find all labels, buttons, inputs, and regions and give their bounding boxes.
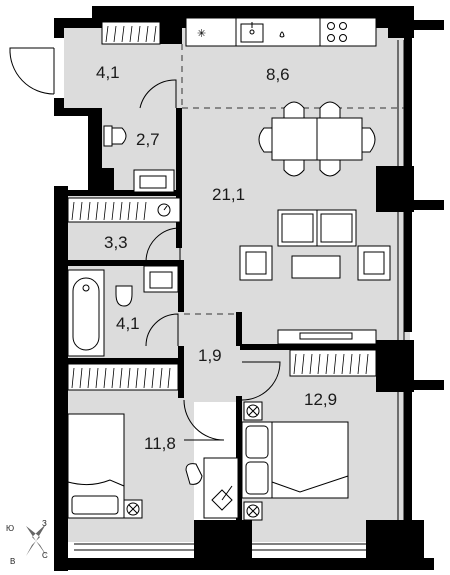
dining-table (258, 101, 376, 177)
kitchen-counter: ✳ (185, 17, 377, 47)
wc-fixtures (103, 125, 175, 193)
small-bedroom-furniture (67, 413, 239, 519)
area-label-wc: 2,7 (136, 130, 160, 149)
area-label-corridor: 1,9 (198, 346, 222, 365)
area-label-bathroom: 4,1 (116, 314, 140, 333)
compass-icon (26, 524, 48, 558)
area-label-kitchen: 8,6 (266, 65, 290, 84)
compass-south: Ю (6, 524, 14, 533)
area-label-wardrobe: 3,3 (104, 233, 128, 252)
compass: Ю З В С (6, 519, 48, 566)
living-furniture (239, 209, 391, 345)
windows (74, 40, 405, 551)
compass-west: З (42, 519, 47, 528)
large-bedroom-wardrobe (289, 349, 377, 377)
door-swings (139, 79, 281, 441)
compass-east: В (10, 557, 15, 566)
hall-wardrobe (101, 21, 161, 45)
bathroom-fixtures (67, 265, 179, 357)
area-label-bedroom-small: 11,8 (144, 434, 176, 453)
entrance-door (9, 47, 55, 95)
small-bedroom-wardrobe (67, 363, 179, 391)
room-labels: 4,1 8,6 2,7 21,1 3,3 4,1 1,9 12,9 11,8 (96, 63, 337, 453)
compass-north: С (42, 551, 48, 560)
svg-text:✳: ✳ (197, 27, 206, 40)
wardrobe-room-shelves (67, 197, 181, 223)
area-label-hall: 4,1 (96, 63, 120, 82)
area-label-living: 21,1 (212, 185, 245, 204)
area-label-bedroom-large: 12,9 (304, 390, 337, 409)
large-bedroom-furniture (241, 401, 349, 521)
walls (54, 6, 444, 571)
